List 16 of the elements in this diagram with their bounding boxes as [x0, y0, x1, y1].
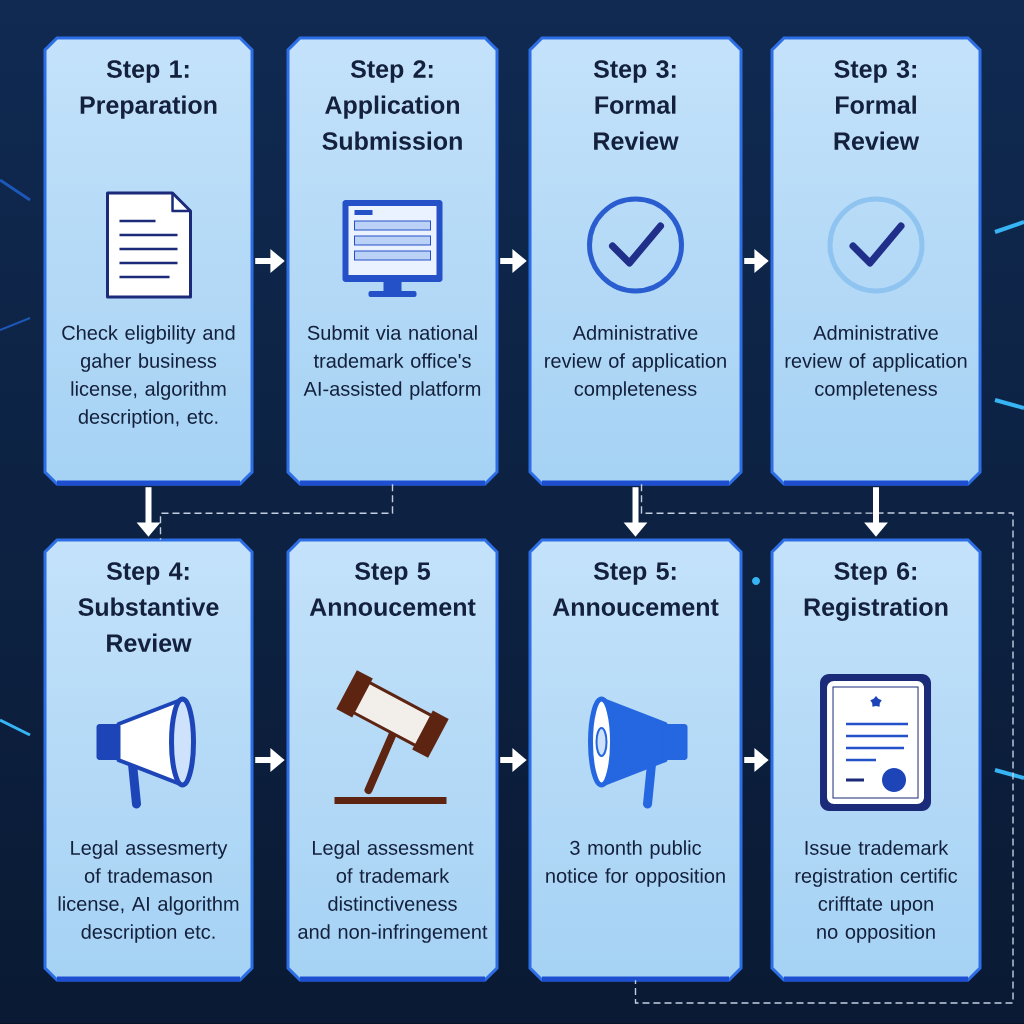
step-title: Step 5: Annoucement	[552, 562, 719, 616]
step-title: Step 2: Application Submission	[322, 60, 462, 150]
step-title: Step 1: Preparation	[80, 60, 217, 119]
step-description: Check eligbility and gaher business license, algorithm description, etc.	[62, 325, 235, 428]
step-description: Administrative review of application completeness	[785, 325, 967, 400]
step-title: Step 5 Annoucement	[309, 562, 476, 616]
step-description: Issue trademark registration certific crifftate upon no opposition	[795, 840, 958, 943]
step-description: 3 month public notice for opposition	[546, 840, 725, 887]
step-description: Legal assessment of trademark distinctiveness and non-infringement	[298, 840, 488, 943]
step-description: Submit via national trademark office's AI-assisted platform	[303, 325, 481, 400]
step-title: Step 4: Substantive Review	[78, 562, 219, 652]
step-title: Step 3: Formal Review	[834, 60, 920, 150]
step-description: Legal assesmerty of trademason license, AI algorithm description etc.	[58, 840, 239, 943]
step-description: Administrative review of application completeness	[545, 325, 726, 400]
step-title: Step 6: Registration	[804, 562, 948, 621]
step-title: Step 3: Formal Review	[593, 60, 679, 150]
